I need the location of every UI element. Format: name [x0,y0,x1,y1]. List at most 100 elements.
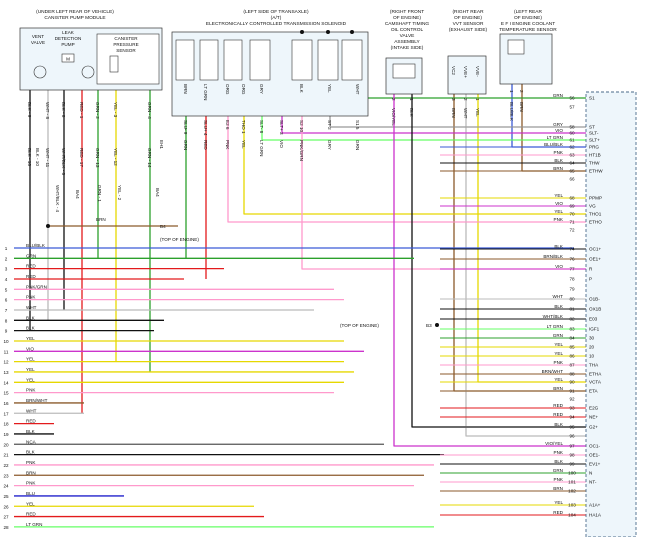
left-row-number: 3 [5,267,8,272]
ecm-terminal-label: THO1 [589,212,602,217]
ecm-terminal-label: ETHW [589,169,603,174]
ecm-wire-label: GRN [553,93,563,98]
ecm-pin-number: 72 [569,228,575,233]
cam-wire-label: VIO/YEL [391,108,396,126]
ecm-pin-number: 80 [569,297,575,302]
solenoid-coil-box [223,39,243,81]
ecm-wire-label: BRN [553,166,563,171]
brn-splice-wire-label: BRN [96,217,106,222]
left-row-label: YEL [26,357,35,362]
leak-detection-pump-label: PUMP [61,42,74,47]
ecm-terminal-label: VG [589,204,596,209]
canister-extra-label: BLK - 10 [35,148,40,166]
solenoid-pin-label: E2 6 [225,120,230,130]
ecm-wire-label: BRN [553,486,563,491]
solenoid-pin-label: THO 1 [241,120,246,134]
vvt-terminal-label: VC2 [451,66,456,75]
ecm-pin-number: 92 [569,397,575,402]
left-row-number: 22 [3,463,9,468]
vvt-pin-number: 2 [463,98,468,101]
ecm-pin-number: 98 [569,453,575,458]
solenoid-pin-label: SLU+ 4 [203,120,208,136]
ecm-pin-number: 81 [569,307,575,312]
left-row-number: 6 [5,298,8,303]
ecm-wire-label: YEL [554,351,563,356]
ecm-terminal-label: NE+ [589,415,598,420]
ecm-pin-number: 74 [569,247,575,252]
left-row-number: 24 [3,484,9,489]
ecm-pin-number: 66 [569,177,575,182]
ecm-wire-label: RED [553,403,563,408]
left-row-number: 17 [3,411,9,416]
solenoid-coil-box [175,39,195,81]
solenoid-coil-label: ORG [225,84,230,95]
left-row-number: 12 [3,360,9,365]
ecm-wire-label: WHT [553,294,564,299]
camshaft-valve-header: CAMSHAFT TIMING [385,21,430,27]
left-row-number: 26 [3,504,9,509]
vvt-sensor-header: OF ENGINE) [454,15,482,21]
left-row-label: BLU/BLK [26,243,46,248]
left-row-label: RED [26,264,36,269]
ecm-pin-number: 96 [569,434,575,439]
ecm-pin-number: 78 [569,277,575,282]
coolant-sensor-header: (LEFT REAR [514,9,542,15]
camshaft-valve-header: OIL CONTROL [391,27,424,33]
ecm-pin-number: 94 [569,415,575,420]
left-row-number: 25 [3,494,9,499]
ecm-terminal-label: N [589,471,592,476]
solenoid-coil-label: WHT [355,84,360,95]
solenoid-wire-label: RED [203,140,208,150]
ecm-pin-number: 104 [568,513,576,518]
left-row-number: 4 [5,277,8,282]
ecm-pin-number: 71 [569,220,575,225]
ecm-terminal-label: 30 [589,336,595,341]
solenoid-pin-label: S2 10 [299,120,304,132]
solenoid-pin-label: SLU- 9 [183,120,188,135]
left-row-label: BRN [26,470,36,475]
solenoid-wire [301,116,586,270]
canister-wire-bottom-label: WHT/BLK - 6 [61,148,66,176]
ecm-wire-label: YEL [554,342,563,347]
ecm-terminal-label: THW [589,161,600,166]
left-row-label: RED [26,512,36,517]
left-row-label: VIO [26,346,34,351]
ecm-pin-number: 95 [569,425,575,430]
solenoid-wire-label: YEL [241,140,246,149]
ecm-pin-number: 69 [569,204,575,209]
ecm-terminal-label: PPMP [589,196,602,201]
left-row-number: 9 [5,329,8,334]
vvt-pin-number: 3 [451,98,456,101]
ecm-terminal-label: ETHO [589,220,602,225]
left-row-number: 27 [3,515,9,520]
canister-module-header: (UNDER LEFT REAR OF VEHICLE) [36,9,114,15]
side-code-eh1: EH1 [159,140,164,149]
solenoid-wire-label: GRN [355,140,360,150]
solenoid-wire-label: GRY [327,140,332,150]
left-row-label: RED [26,419,36,424]
ecm-pin-number: 70 [569,212,575,217]
side-code-ba4: BA4 [75,190,80,199]
canister-pressure-sensor-label: PRESSURE [113,42,138,47]
ecm-wire-label: BRN/WHT [542,369,564,374]
pressure-sensor-resistor-icon [109,55,119,73]
ecm-pin-number: 85 [569,345,575,350]
ecm-wire-label: BRN [553,386,563,391]
left-row-number: 1 [5,246,8,251]
ecm-wire-label: PNK [554,360,564,365]
solenoid-wire-label: VIO [279,140,284,148]
left-row-label: LT GRN [26,522,42,527]
ecm-terminal-label: PRG [589,145,599,150]
solenoid-pin-label: SLT+ 3 [279,120,284,135]
vvt-sensor-body [447,55,487,95]
ecm-wire-label: PNK [554,450,564,455]
ecm-terminal-label: R [589,267,593,272]
ecm-pin-number: 61 [569,138,575,143]
cam-pin-number: 1 [409,98,414,101]
ecm-pin-number: 88 [569,372,575,377]
ecm-pin-number: 68 [569,196,575,201]
ecm-terminal-label: E2G [589,406,599,411]
left-row-number: 20 [3,442,9,447]
ecm-pin-number: 65 [569,169,575,174]
